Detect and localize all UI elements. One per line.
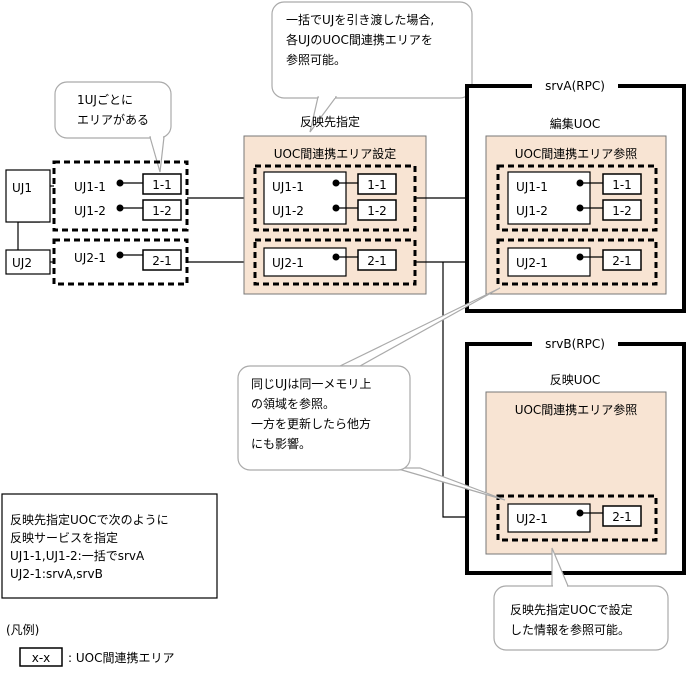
note-box: 反映先指定UOCで次のように 反映サービスを指定 UJ1-1,UJ1-2:一括で… (1, 493, 218, 599)
left-area-1-2-label: 1-2 (152, 204, 172, 218)
callout-same-memory: 同じUJは同一メモリ上 の領域を参照。 一方を更新したら他方 にも影響。 (237, 287, 506, 501)
srva-title: 編集UOC (550, 116, 601, 131)
callout-reference-line: した情報を参照可能。 (510, 622, 630, 637)
left-uj1-2-label: UJ1-2 (74, 204, 106, 218)
callout-memory-line: にも影響。 (251, 436, 311, 451)
srva-area-1-1-label: 1-1 (612, 178, 632, 192)
srva-uj2-dashed (496, 238, 658, 286)
srvb-uj2-dashed (496, 494, 658, 542)
srvb-area-2-1-label: 2-1 (612, 510, 632, 524)
callout-bulk-line: 参照可能。 (286, 52, 346, 67)
uj2-label: UJ2 (12, 256, 32, 270)
note-line: UJ1-1,UJ1-2:一括でsrvA (10, 548, 145, 563)
callout-memory-line: 一方を更新したら他方 (251, 416, 371, 431)
callout-area-line: 1UJごとに (77, 92, 133, 107)
callout-memory-line: 同じUJは同一メモリ上 (251, 377, 371, 391)
srva-area-1-1 (602, 173, 642, 195)
uj1-label: UJ1 (12, 181, 32, 195)
srva-panel-title: UOC間連携エリア参照 (515, 146, 638, 161)
middle-area-1-2-label: 1-2 (367, 204, 387, 218)
srva-area-2-1-label: 2-1 (612, 254, 632, 268)
callout-bulk-line: 一括でUJを引き渡した場合, (286, 12, 434, 27)
callout-area-line: エリアがある (77, 112, 149, 127)
srvb-label: srvB(RPC) (545, 337, 605, 351)
note-line: 反映サービスを指定 (10, 530, 118, 545)
note-line: 反映先指定UOCで次のように (10, 512, 169, 527)
srvb-uj2-1-label: UJ2-1 (516, 512, 548, 526)
callout-area-per-uj: 1UJごとに エリアがある (54, 81, 172, 173)
callout-reference: 反映先指定UOCで設定 した情報を参照可能。 (493, 547, 669, 651)
srva-area-1-2-label: 1-2 (612, 204, 632, 218)
left-area-1-1 (142, 173, 182, 195)
middle-area-1-1 (357, 173, 397, 195)
uj1-box (5, 169, 51, 223)
srva-uj1-1-label: UJ1-1 (516, 180, 548, 194)
callout-reference-line: 反映先指定UOCで設定 (510, 602, 633, 617)
uoc-setting-title: UOC間連携エリア設定 (274, 146, 397, 161)
callout-bulk-transfer: 一括でUJを引き渡した場合, 各UJのUOC間連携エリアを 参照可能。 (271, 1, 473, 133)
srvb-area-2-1 (602, 505, 642, 527)
srva-uj1-dashed (496, 164, 658, 232)
legend-sample-box (19, 647, 63, 667)
left-uj1-1-label: UJ1-1 (74, 180, 106, 194)
srva-area-1-2 (602, 199, 642, 221)
legend: (凡例) x-x : UOC間連携エリア (6, 623, 174, 667)
srva-server: srvA(RPC) 編集UOC UOC間連携エリア参照 UJ1-1 1-1 UJ… (465, 78, 686, 313)
left-area-2-1-label: 2-1 (152, 254, 172, 268)
srvb-title: 反映UOC (550, 373, 601, 387)
middle-area-2-1-label: 2-1 (367, 254, 387, 268)
legend-sample-label: x-x (32, 651, 51, 665)
middle-uj2-1-label: UJ2-1 (272, 256, 304, 270)
reflect-target-panel: 反映先指定 UOC間連携エリア設定 UJ1-1 1-1 UJ1-2 1-2 UJ… (243, 114, 427, 295)
reflect-target-title: 反映先指定 (300, 114, 360, 129)
srva-uj2-1-label: UJ2-1 (516, 256, 548, 270)
srvb-panel-title: UOC間連携エリア参照 (515, 402, 638, 417)
note-line: UJ2-1:srvA,srvB (10, 567, 103, 581)
srva-uj1-2-label: UJ1-2 (516, 204, 548, 218)
callout-bulk-line: 各UJのUOC間連携エリアを (286, 32, 433, 47)
legend-description: : UOC間連携エリア (68, 650, 174, 665)
srva-area-2-1 (602, 249, 642, 271)
left-ujs: UJ1 UJ2 UJ1-1 1-1 UJ1-2 1-2 UJ2-1 2-1 (5, 160, 189, 286)
srva-label: srvA(RPC) (545, 79, 605, 93)
middle-uj1-1-label: UJ1-1 (272, 180, 304, 194)
left-area-2-1 (142, 249, 182, 271)
middle-area-1-2 (357, 199, 397, 221)
legend-title: (凡例) (6, 623, 39, 637)
middle-area-2-1 (357, 249, 397, 271)
left-area-1-1-label: 1-1 (152, 178, 172, 192)
callout-memory-line: の領域を参照。 (251, 396, 335, 411)
middle-uj1-2-label: UJ1-2 (272, 204, 304, 218)
left-area-1-2 (142, 199, 182, 221)
left-uj2-1-label: UJ2-1 (74, 251, 106, 265)
srvb-server: srvB(RPC) 反映UOC UOC間連携エリア参照 UJ2-1 2-1 (465, 336, 686, 575)
middle-area-1-1-label: 1-1 (367, 178, 387, 192)
